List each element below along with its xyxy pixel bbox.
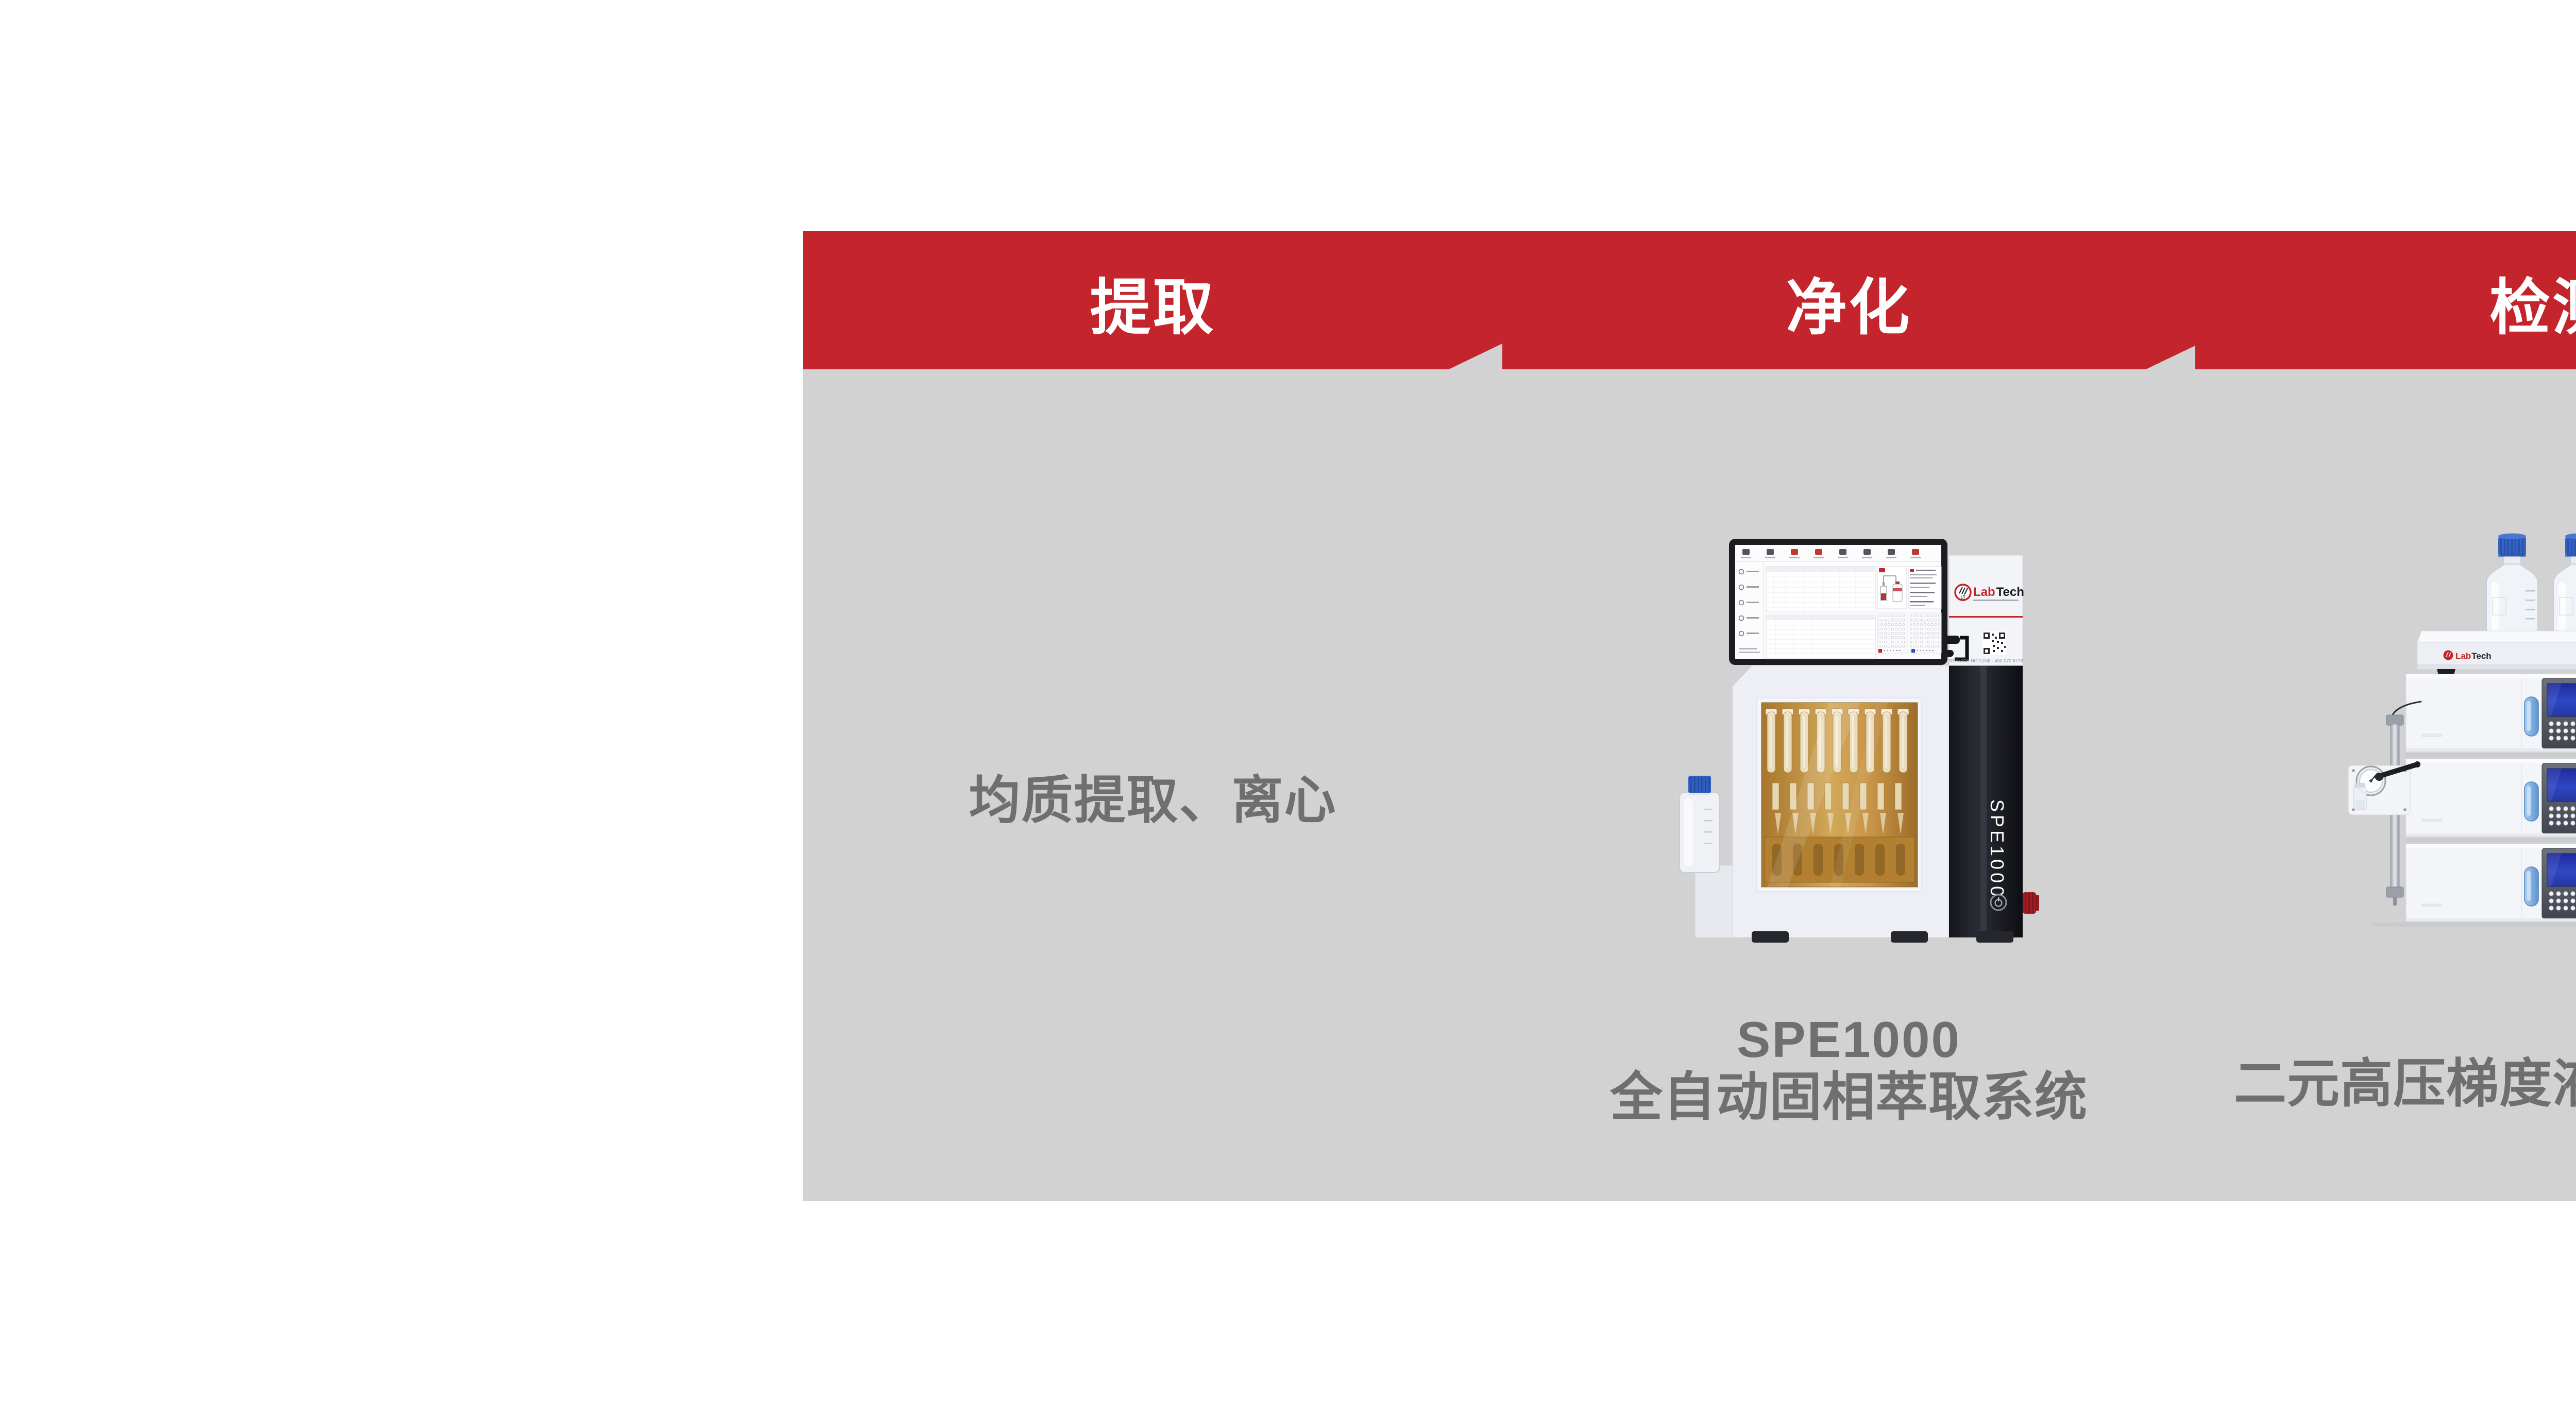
step-label-detection: 检测 xyxy=(2195,231,2576,369)
detector-module xyxy=(2405,837,2576,922)
screen-flow-diagram xyxy=(1877,566,1907,609)
brand-lab: Lab xyxy=(2455,651,2471,661)
pump-module-2 xyxy=(2405,752,2576,837)
screen-status-table xyxy=(1766,614,1876,659)
step-label-text: 净化 xyxy=(1786,274,1912,342)
step-separator-notch-1 xyxy=(1449,344,1502,369)
hplc-illustration: LabTech xyxy=(2348,533,2576,927)
step-label-text: 提取 xyxy=(1090,274,1216,342)
screen-sidebar xyxy=(1738,569,1760,653)
screen-log-panel xyxy=(1908,566,1942,609)
waste-vial xyxy=(2353,783,2367,810)
spe-caption: SPE1000 全自动固相萃取系统 xyxy=(1502,1011,2195,1126)
spe-foot xyxy=(1891,931,1928,943)
labtech-logo-icon: LT xyxy=(1954,584,1972,601)
banner-ribbon xyxy=(803,231,2576,369)
spe-brand-panel: LT LabTech SERVICE HOTLINE : 400 070 8 xyxy=(1935,555,2024,666)
labtech-wordmark: LabTech xyxy=(1973,585,2024,599)
spe-side-label: SPE1000 xyxy=(1987,799,2008,899)
selected-well-blue xyxy=(1911,649,1915,653)
hplc-figure: LabTech xyxy=(2344,520,2576,927)
brand-lab: Lab xyxy=(1973,585,1995,599)
screen-sequence-table xyxy=(1766,566,1876,612)
logo-lt-text: LT xyxy=(1960,595,1965,600)
step-label-text: 检测 xyxy=(2489,274,2576,342)
spe-side-panel: SPE1000 xyxy=(1949,665,2039,937)
labtech-logo-small: LabTech xyxy=(2443,650,2492,661)
spe-product-name: 全自动固相萃取系统 xyxy=(1610,1068,2088,1126)
spe-amber-window xyxy=(1761,702,1918,887)
spe-left-shelf xyxy=(1694,865,1737,938)
spe-foot xyxy=(1976,931,2013,943)
step-label-purification: 净化 xyxy=(1502,231,2195,369)
svg-text:LabTech: LabTech xyxy=(2455,651,2492,661)
bottle-cap xyxy=(1688,776,1711,793)
extraction-note: 均质提取、离心 xyxy=(969,772,1337,829)
solvent-tray: LabTech xyxy=(2417,630,2576,677)
spe-model-name: SPE1000 xyxy=(1736,1011,1961,1068)
spe1000-illustration: SPE1000 LT LabTech xyxy=(1679,539,2039,943)
brand-tech: Tech xyxy=(2471,651,2491,661)
selected-well-red xyxy=(1878,649,1882,653)
hplc-caption: 二元高压梯度液相色谱系统 xyxy=(2234,1054,2576,1113)
screen-toolbar-icons xyxy=(1741,549,1921,558)
service-hotline-text: SERVICE HOTLINE : 400 070 8778 xyxy=(1949,658,2023,663)
spe1000-figure: SPE1000 LT LabTech xyxy=(1674,531,2040,953)
pump-module-1 xyxy=(2405,667,2576,752)
valve-lever xyxy=(2375,761,2420,781)
step-separator-notch-2 xyxy=(2146,346,2195,369)
red-valve-knob xyxy=(2023,892,2039,914)
spe-foot xyxy=(1752,931,1789,943)
column-assembly xyxy=(2348,701,2422,906)
glass-reflection xyxy=(1767,703,1860,887)
spe-solvent-bottle xyxy=(1679,776,1720,873)
process-banner xyxy=(803,231,2576,369)
power-button-icon xyxy=(1990,894,2007,911)
qr-code-icon xyxy=(1982,631,2006,655)
ground-shadow xyxy=(2370,920,2576,927)
spe-monitor xyxy=(1729,539,1947,665)
screen-well-plate-grid xyxy=(1877,612,1942,654)
step-label-extraction: 提取 xyxy=(803,231,1502,369)
brand-tech: Tech xyxy=(1996,585,2024,599)
